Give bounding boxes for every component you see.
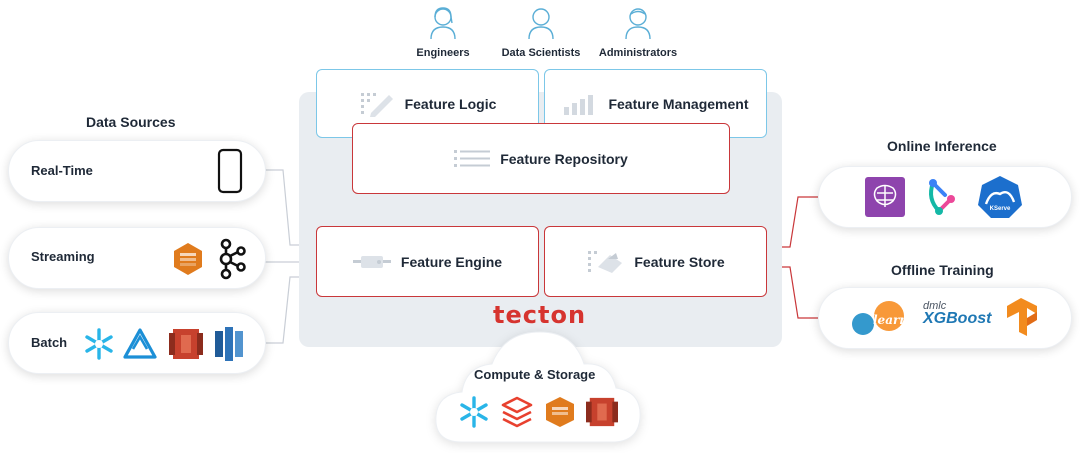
snowflake-icon — [85, 328, 113, 360]
feature-repository-box[interactable]: Feature Repository — [352, 123, 730, 194]
bar-chart-icon — [564, 94, 594, 115]
aws-s3-icon — [586, 397, 618, 427]
azure-synapse-icon — [123, 328, 157, 359]
store-arrow-icon — [588, 250, 623, 273]
snowflake-icon — [460, 396, 488, 428]
seldon-icon — [929, 179, 955, 215]
source-label: Batch — [31, 335, 68, 350]
feature-management-label: Feature Management — [608, 95, 749, 112]
feature-store-label: Feature Store — [634, 253, 725, 270]
source-real-time[interactable]: Real-Time — [8, 140, 266, 202]
mobile-phone-icon — [217, 148, 243, 194]
feature-logic-label: Feature Logic — [404, 95, 497, 112]
aws-kinesis-icon — [546, 397, 574, 427]
user-label: Data Scientists — [501, 47, 581, 59]
user-label: Administrators — [598, 47, 678, 59]
scikit-learn-icon: learn — [851, 300, 911, 336]
kserve-text: KServe — [989, 206, 1011, 212]
pencil-grid-icon — [360, 92, 393, 117]
source-batch[interactable]: Batch — [8, 312, 266, 374]
databricks-icon — [501, 396, 533, 428]
kafka-icon — [219, 238, 246, 280]
feature-engine-label: Feature Engine — [400, 253, 503, 270]
tensorflow-icon — [1007, 298, 1037, 336]
person-icon — [625, 8, 651, 40]
user-data-scientists: Data Scientists — [494, 6, 588, 59]
data-sources-heading: Data Sources — [86, 114, 176, 130]
aws-redshift-icon — [215, 327, 243, 361]
list-icon — [454, 149, 491, 167]
person-icon — [528, 8, 554, 40]
user-administrators: Administrators — [594, 6, 682, 59]
source-streaming[interactable]: Streaming — [8, 227, 266, 289]
xgboost-main: XGBoost — [923, 310, 992, 327]
tecton-logo: tecton — [493, 301, 587, 329]
offline-training-panel[interactable]: learn dmlc XGBoost — [818, 287, 1072, 349]
aws-kinesis-icon — [174, 243, 202, 275]
online-inference-panel[interactable]: KServe — [818, 166, 1072, 228]
feature-engine-box[interactable]: Feature Engine — [316, 226, 539, 297]
kserve-icon: KServe — [977, 174, 1023, 220]
feature-repository-label: Feature Repository — [500, 150, 628, 167]
offline-training-heading: Offline Training — [891, 262, 994, 278]
feature-store-box[interactable]: Feature Store — [544, 226, 767, 297]
sklearn-text: learn — [873, 313, 909, 327]
person-icon — [430, 7, 456, 40]
compute-storage-heading: Compute & Storage — [474, 367, 596, 382]
xgboost-top: dmlc — [923, 300, 947, 312]
online-inference-heading: Online Inference — [887, 138, 997, 154]
xgboost-icon: dmlc XGBoost — [923, 300, 993, 336]
aws-s3-icon — [169, 329, 203, 359]
sagemaker-icon — [865, 177, 905, 217]
user-label: Engineers — [416, 47, 470, 59]
pipe-icon — [352, 255, 391, 268]
user-engineers: Engineers — [408, 6, 478, 59]
source-label: Streaming — [31, 249, 95, 264]
source-label: Real-Time — [31, 163, 93, 178]
